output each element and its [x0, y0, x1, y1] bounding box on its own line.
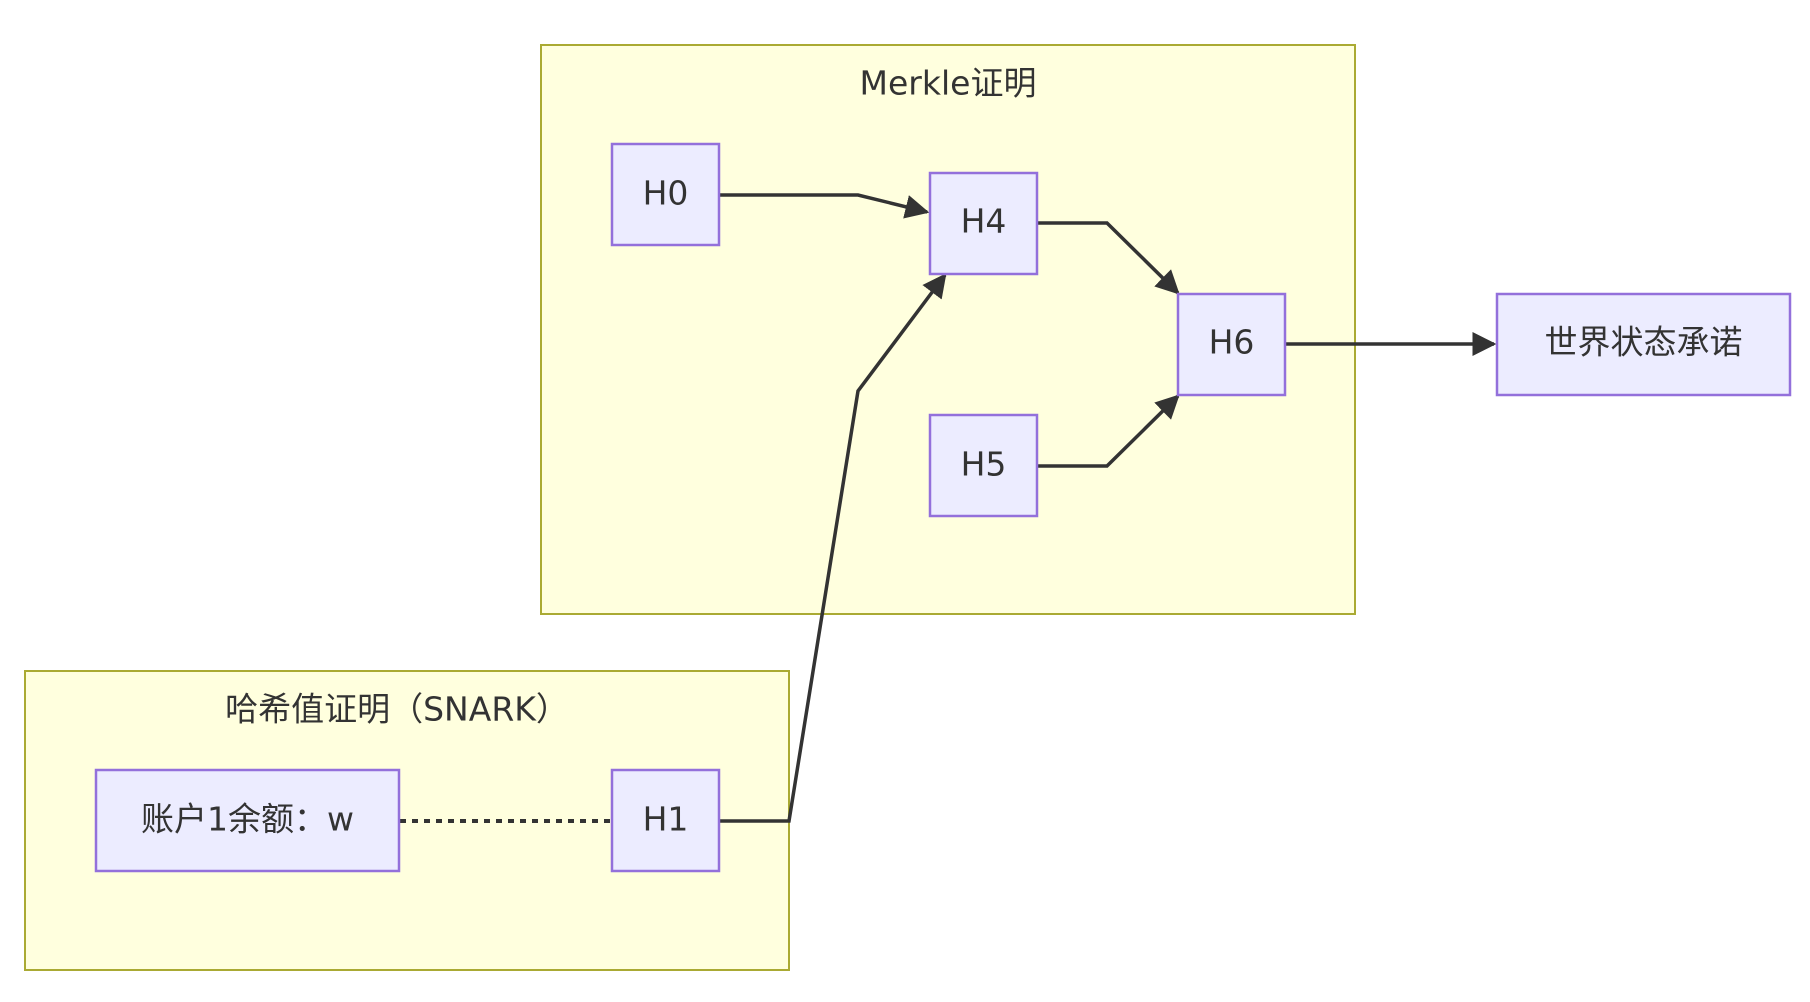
node-account-label: 账户1余额：w [141, 800, 354, 839]
node-h4-label: H4 [961, 202, 1007, 241]
node-h5-label: H5 [961, 445, 1007, 484]
edge-h4-h6 [1037, 221, 1180, 295]
node-world-state-box[interactable] [1495, 292, 1792, 397]
node-world-state-label: 世界状态承诺 [1545, 323, 1743, 362]
node-h4-box[interactable] [928, 171, 1039, 276]
node-h1-label: H1 [643, 800, 689, 839]
node-h1-box[interactable] [610, 768, 721, 873]
node-h6-label: H6 [1209, 323, 1255, 362]
node-world-state[interactable]: 世界状态承诺 [1495, 292, 1792, 397]
node-h5[interactable]: H5 [928, 413, 1039, 518]
cluster-merkle-label: Merkle证明 [860, 64, 1037, 103]
edge-h1-h4 [720, 273, 947, 823]
edge-h0-h4 [720, 193, 930, 219]
node-h6-box[interactable] [1176, 292, 1287, 397]
node-h0-box[interactable] [610, 142, 721, 247]
node-h0-label: H0 [643, 174, 689, 213]
node-account[interactable]: 账户1余额：w [94, 768, 401, 873]
node-h4[interactable]: H4 [928, 171, 1039, 276]
node-h0[interactable]: H0 [610, 142, 721, 247]
node-h5-box[interactable] [928, 413, 1039, 518]
node-h1[interactable]: H1 [610, 768, 721, 873]
edges [400, 193, 1497, 823]
cluster-snark-label: 哈希值证明（SNARK） [225, 690, 569, 729]
node-h6[interactable]: H6 [1176, 292, 1287, 397]
node-account-box[interactable] [94, 768, 401, 873]
edge-h5-h6 [1037, 394, 1180, 468]
